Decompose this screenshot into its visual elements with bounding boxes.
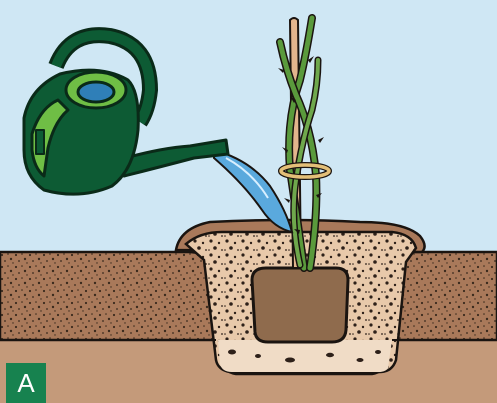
hole-bottom-soil [218,340,392,372]
step-label-badge: A [6,363,46,403]
root-ball [252,268,348,342]
